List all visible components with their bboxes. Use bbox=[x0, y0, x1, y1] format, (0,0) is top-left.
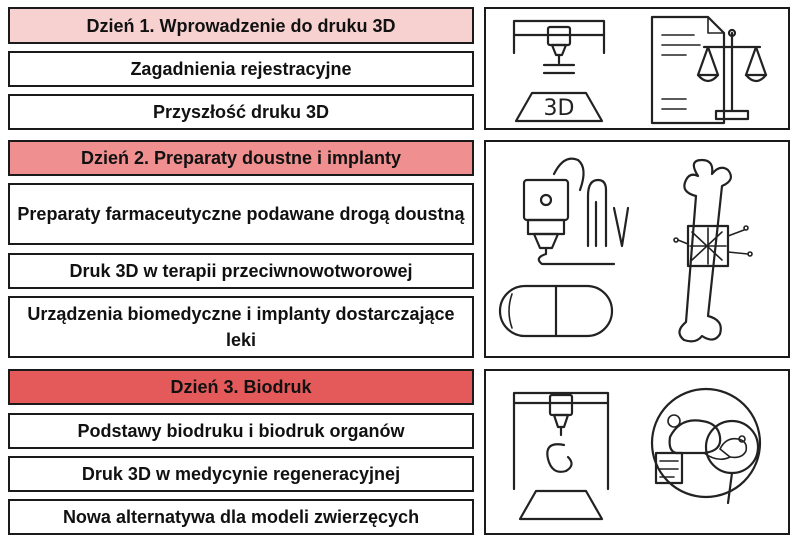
day-1-icon-panel: 3D bbox=[484, 7, 790, 130]
day-3-topic-2: Druk 3D w medycynie regeneracyjnej bbox=[8, 456, 474, 492]
day-2-icon-panel bbox=[484, 140, 790, 358]
animal-model-magnifier-icon bbox=[650, 387, 762, 505]
day-2-header: Dzień 2. Preparaty doustne i implanty bbox=[8, 140, 474, 176]
day-3-icon-panel bbox=[484, 369, 790, 535]
regulation-scales-icon bbox=[650, 15, 768, 125]
day-3-topic-1: Podstawy biodruku i biodruk organów bbox=[8, 413, 474, 449]
day-1-topic-2: Przyszłość druku 3D bbox=[8, 94, 474, 130]
day-1-topic-1: Zagadnienia rejestracyjne bbox=[8, 51, 474, 87]
bone-implant-icon bbox=[673, 158, 753, 343]
day-2-topic-3: Urządzenia biomedyczne i implanty dostar… bbox=[8, 296, 474, 358]
day-3-header: Dzień 3. Biodruk bbox=[8, 369, 474, 405]
day-2-topic-2: Druk 3D w terapii przeciwnowotworowej bbox=[8, 253, 474, 289]
3d-printer-icon: 3D bbox=[512, 19, 606, 123]
bioprinter-icon bbox=[512, 391, 610, 521]
3d-badge-text: 3D bbox=[544, 96, 575, 121]
day-1-header: Dzień 1. Wprowadzenie do druku 3D bbox=[8, 7, 474, 44]
capsule-printer-icon bbox=[498, 157, 630, 338]
day-3-topic-3: Nowa alternatywa dla modeli zwierzęcych bbox=[8, 499, 474, 535]
day-2-topic-1: Preparaty farmaceutyczne podawane drogą … bbox=[8, 183, 474, 245]
